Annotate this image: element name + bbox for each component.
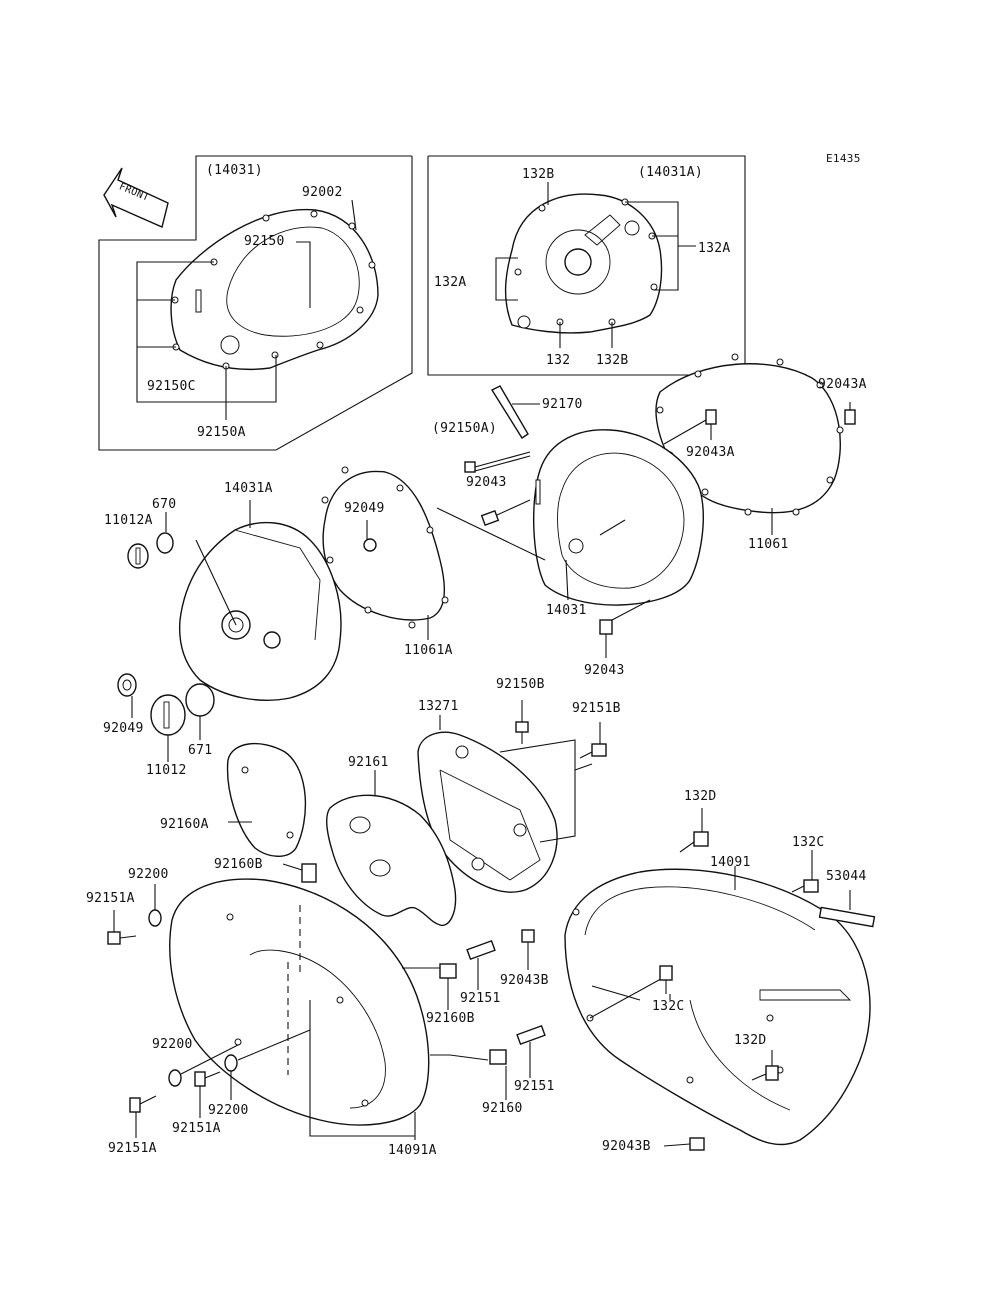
label-92043-b: 92043 bbox=[584, 663, 625, 678]
part-92170-bracket bbox=[490, 385, 540, 439]
cover-14031 bbox=[533, 429, 704, 606]
label-53044: 53044 bbox=[826, 869, 867, 884]
label-13271: 13271 bbox=[418, 699, 459, 714]
label-132A-left: 132A bbox=[434, 275, 467, 290]
cover-14091 bbox=[564, 866, 871, 1146]
label-92170: 92170 bbox=[542, 397, 583, 412]
label-92151A-mid: 92151A bbox=[172, 1121, 221, 1136]
label-14031A-box: (14031A) bbox=[638, 165, 704, 180]
front-arrow-icon bbox=[103, 167, 169, 228]
dowel-92043B-bottom bbox=[663, 1137, 705, 1151]
bolt-92150A bbox=[464, 451, 531, 473]
label-11012: 11012 bbox=[146, 763, 187, 778]
bolt-92151A-bottom bbox=[129, 1095, 157, 1138]
washer-92200-bottom bbox=[224, 1054, 238, 1100]
label-92150A-top: 92150A bbox=[197, 425, 246, 440]
cap-11012 bbox=[150, 694, 186, 762]
label-92160B-mid: 92160B bbox=[426, 1011, 475, 1026]
oring-670 bbox=[156, 512, 174, 554]
pin-53044 bbox=[818, 890, 876, 928]
stud-92151-a bbox=[466, 939, 496, 990]
leader-lines-left-box bbox=[136, 199, 357, 420]
label-92160B-top: 92160B bbox=[214, 857, 263, 872]
label-92043B-bottom: 92043B bbox=[602, 1139, 651, 1154]
bolt-92151A-top bbox=[107, 910, 137, 945]
label-92043-a: 92043 bbox=[466, 475, 507, 490]
label-14091: 14091 bbox=[710, 855, 751, 870]
stud-92151-b bbox=[516, 1024, 546, 1078]
label-92151A-bottom: 92151A bbox=[108, 1141, 157, 1156]
bolt-92151B bbox=[579, 722, 607, 759]
bolt-132D-bottom bbox=[751, 1050, 779, 1081]
leader-11061A-14031 bbox=[436, 507, 546, 561]
label-92150B: 92150B bbox=[496, 677, 545, 692]
label-92151B: 92151B bbox=[572, 701, 621, 716]
inset-box-left bbox=[98, 155, 413, 451]
label-14091A: 14091A bbox=[388, 1143, 437, 1158]
label-11061: 11061 bbox=[748, 537, 789, 552]
bolt-92150B bbox=[515, 700, 529, 744]
label-14031A: 14031A bbox=[224, 481, 273, 496]
sleeve-92043-b bbox=[599, 599, 651, 658]
bolt-132C-mid bbox=[659, 965, 673, 1000]
plate-92161 bbox=[326, 770, 457, 927]
washer-92200-mid bbox=[168, 1044, 239, 1087]
label-132D-bottom: 132D bbox=[734, 1033, 767, 1048]
label-92049-left: 92049 bbox=[103, 721, 144, 736]
label-92151A-top: 92151A bbox=[86, 891, 135, 906]
gasket-11061A bbox=[321, 466, 449, 640]
oring-671 bbox=[185, 683, 215, 740]
label-92043A-mid: 92043A bbox=[686, 445, 735, 460]
label-92200-top: 92200 bbox=[128, 867, 169, 882]
bolt-92151A-mid bbox=[194, 1071, 221, 1118]
label-670: 670 bbox=[152, 497, 177, 512]
sleeve-92160B-mid bbox=[439, 963, 457, 1010]
label-132C-mid: 132C bbox=[652, 999, 685, 1014]
dowel-92043A bbox=[663, 402, 856, 445]
label-92200-bottom: 92200 bbox=[208, 1103, 249, 1118]
label-92161: 92161 bbox=[348, 755, 389, 770]
label-92160: 92160 bbox=[482, 1101, 523, 1116]
label-92151-b: 92151 bbox=[514, 1079, 555, 1094]
label-92043A-right: 92043A bbox=[818, 377, 867, 392]
label-92150A-paren: (92150A) bbox=[432, 421, 498, 436]
label-132B-top: 132B bbox=[522, 167, 555, 182]
sleeve-92160B-top bbox=[282, 863, 317, 883]
plate-92160A bbox=[226, 742, 307, 857]
label-11012A: 11012A bbox=[104, 513, 153, 528]
label-92200-mid: 92200 bbox=[152, 1037, 193, 1052]
plate-13271 bbox=[417, 715, 593, 893]
washer-92049 bbox=[117, 673, 137, 718]
sleeve-92043-a bbox=[480, 499, 531, 526]
cover-14031A bbox=[178, 500, 342, 701]
label-92150C: 92150C bbox=[147, 379, 196, 394]
cover-14031A-inset bbox=[504, 193, 663, 334]
label-92002: 92002 bbox=[302, 185, 343, 200]
label-671: 671 bbox=[188, 743, 213, 758]
cap-11012A bbox=[127, 543, 149, 569]
leader-lines-right-box bbox=[495, 182, 696, 348]
bolt-132C-top bbox=[791, 850, 819, 893]
dowel-92043B-mid bbox=[521, 929, 535, 970]
label-92160A: 92160A bbox=[160, 817, 209, 832]
label-132C-top: 132C bbox=[792, 835, 825, 850]
label-92049-top: 92049 bbox=[344, 501, 385, 516]
label-92043B-mid: 92043B bbox=[500, 973, 549, 988]
label-132: 132 bbox=[546, 353, 571, 368]
label-92150: 92150 bbox=[244, 234, 285, 249]
label-14031: 14031 bbox=[546, 603, 587, 618]
label-11061A: 11061A bbox=[404, 643, 453, 658]
sleeve-92160 bbox=[489, 1049, 507, 1100]
label-14031-box: (14031) bbox=[206, 163, 263, 178]
label-92151-a: 92151 bbox=[460, 991, 501, 1006]
washer-92200-top bbox=[148, 884, 162, 927]
diagram-code: E1435 bbox=[826, 152, 861, 165]
label-132B-bottom: 132B bbox=[596, 353, 629, 368]
label-132A-right: 132A bbox=[698, 241, 731, 256]
bolt-132D-top bbox=[679, 808, 709, 853]
label-132D-top: 132D bbox=[684, 789, 717, 804]
gasket-92002-cover bbox=[170, 208, 379, 371]
